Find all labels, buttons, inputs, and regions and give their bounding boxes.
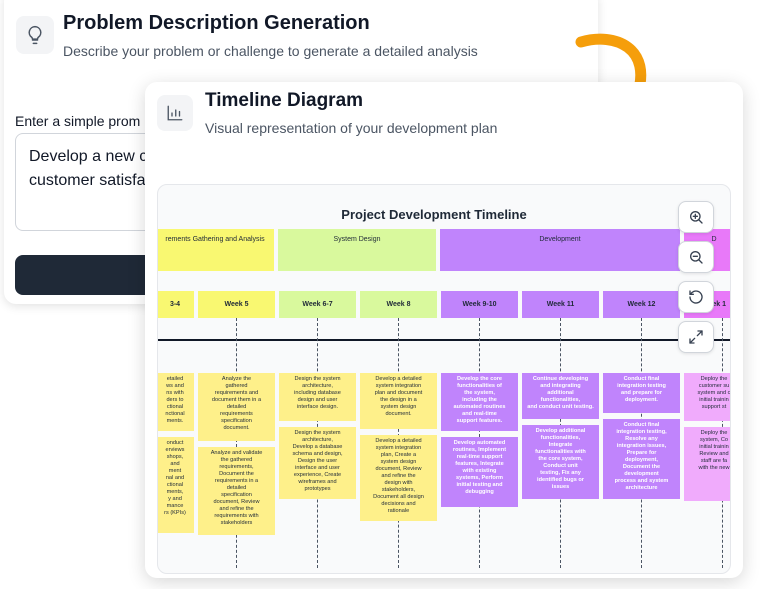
task-card: Continue developing and integrating addi… — [522, 373, 599, 419]
task-card: Deploy the system, Co initial trainin Re… — [684, 427, 730, 501]
timeline-card-title: Timeline Diagram — [205, 90, 364, 111]
task-card: onduct erviews shops, and ment nal and c… — [158, 437, 194, 533]
week-12: Week 12 — [603, 291, 680, 318]
task-card: Design the system architecture, includin… — [279, 373, 356, 421]
timeline-diagram-card: Timeline Diagram Visual representation o… — [145, 82, 743, 578]
rotate-ccw-icon — [689, 290, 703, 304]
reset-button[interactable] — [678, 281, 714, 313]
task-card: etailed ws and ns with ders to ctional n… — [158, 373, 194, 431]
lightbulb-icon — [16, 16, 54, 54]
zoom-out-button[interactable] — [678, 241, 714, 273]
diagram-title: Project Development Timeline — [341, 207, 527, 222]
task-card: Analyze and validate the gathered requir… — [198, 447, 275, 535]
bar-chart-icon — [157, 95, 193, 131]
zoom-out-icon — [690, 250, 703, 264]
week-5: Week 5 — [198, 291, 275, 318]
task-card: Conduct final integration testing, Resol… — [603, 419, 680, 499]
timeline-diagram[interactable]: Project Development Timeline rements Gat… — [157, 184, 731, 574]
task-card: Conduct final integration testing and pr… — [603, 373, 680, 413]
week-8: Week 8 — [360, 291, 437, 318]
task-card: Deploy the customer su system and c init… — [684, 373, 730, 421]
week-3-4: 3-4 — [158, 291, 194, 318]
week-9-10: Week 9-10 — [441, 291, 518, 318]
task-card: Develop automated routines, Implement re… — [441, 437, 518, 507]
prompt-textarea[interactable]: Develop a new c customer satisfa — [15, 133, 195, 231]
task-card: Analyze the gathered requirements and do… — [198, 373, 275, 441]
problem-card-description: Describe your problem or challenge to ge… — [63, 43, 478, 59]
task-card: Develop a detailed system integration pl… — [360, 435, 437, 521]
phase-system-design: System Design — [278, 229, 436, 271]
connector-line — [236, 318, 237, 568]
problem-card-title: Problem Description Generation — [63, 12, 370, 34]
zoom-in-button[interactable] — [678, 201, 714, 233]
maximize-icon — [689, 330, 703, 344]
zoom-in-icon — [690, 211, 703, 224]
prompt-input-label: Enter a simple prom — [15, 113, 141, 129]
week-6-7: Week 6-7 — [279, 291, 356, 318]
task-card: Design the system architecture, Develop … — [279, 427, 356, 499]
task-card: Develop the core functionalities of the … — [441, 373, 518, 431]
task-card: Develop a detailed system integration pl… — [360, 373, 437, 429]
fullscreen-button[interactable] — [678, 321, 714, 353]
timeline-card-description: Visual representation of your developmen… — [205, 120, 498, 136]
phase-development: Development — [440, 229, 680, 271]
week-11: Week 11 — [522, 291, 599, 318]
phase-requirements: rements Gathering and Analysis — [158, 229, 274, 271]
task-card: Develop additional functionalities, Inte… — [522, 425, 599, 499]
timeline-axis — [158, 339, 730, 341]
